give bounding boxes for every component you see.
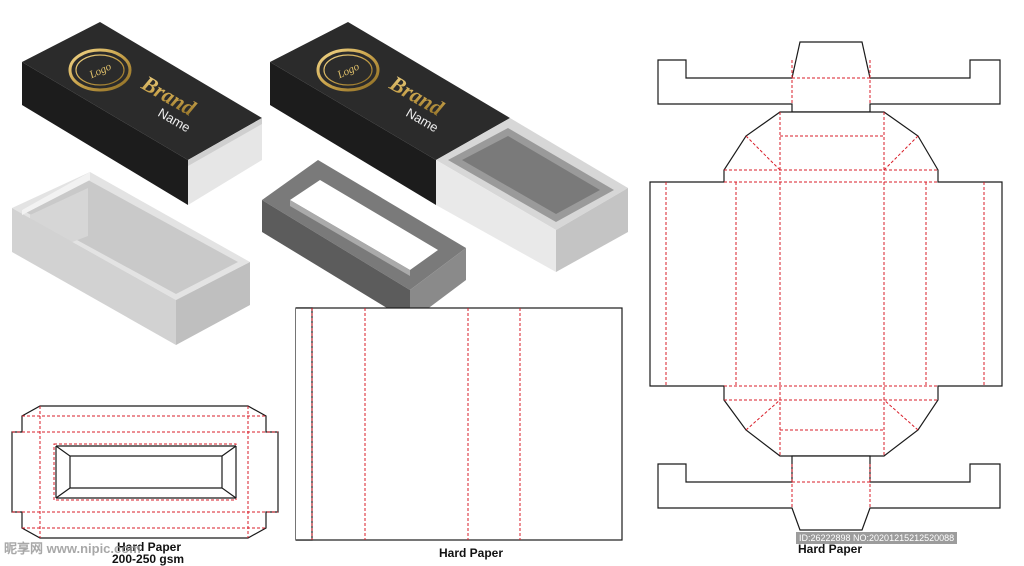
tray-dieline — [649, 41, 1003, 531]
watermark-site: 昵享网 www.nipic.com — [4, 541, 141, 556]
sleeve-dieline-label: Hard Paper — [439, 546, 504, 560]
tray-dieline-label: Hard Paper — [798, 542, 863, 556]
open-tray-3d — [12, 172, 250, 345]
frame-insert-3d — [262, 160, 466, 322]
insert-dieline-label: Hard Paper — [117, 540, 182, 554]
sleeve-dieline — [295, 307, 623, 541]
closed-box-3d: Logo Brand Name — [22, 22, 262, 205]
sleeve-box-3d: Logo Brand Name — [270, 22, 628, 272]
insert-dieline — [11, 405, 279, 539]
watermark-image-id: ID:26222898 NO:20201215212520088 — [796, 532, 958, 544]
